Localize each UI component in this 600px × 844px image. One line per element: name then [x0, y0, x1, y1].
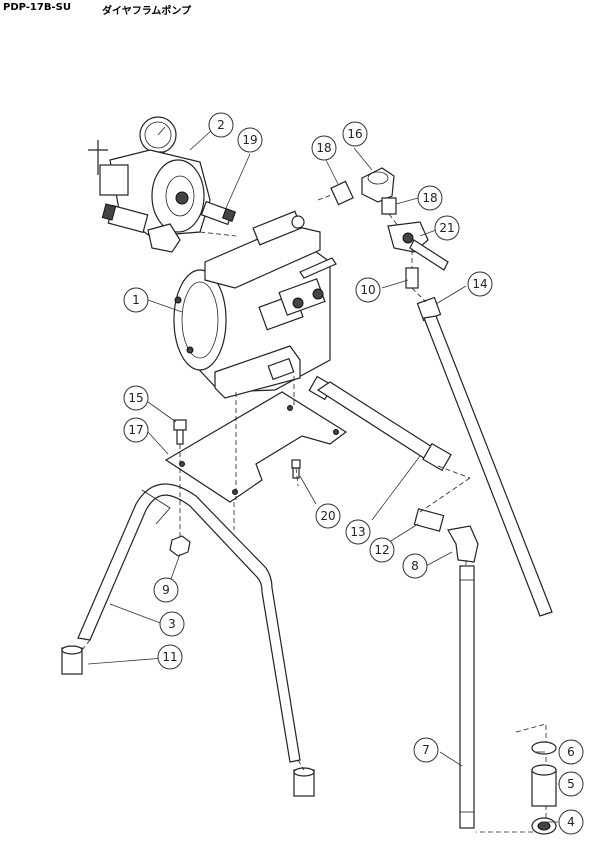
bolt-15: [173, 419, 187, 445]
callout-6: 6: [558, 739, 584, 765]
nipple-10: [405, 267, 419, 289]
callout-16: 16: [342, 121, 368, 147]
callout-label: 13: [350, 525, 365, 539]
regulator-assembly: [88, 116, 211, 253]
elbow-16: [361, 167, 395, 203]
callout-2: 2: [208, 112, 234, 138]
stand-3: [77, 483, 301, 763]
callout-5: 5: [558, 771, 584, 797]
callout-9: 9: [153, 577, 179, 603]
callout-label: 12: [374, 543, 389, 557]
callout-19: 19: [237, 127, 263, 153]
callout-label: 21: [439, 221, 454, 235]
callout-label: 4: [567, 815, 575, 829]
callout-8: 8: [402, 553, 428, 579]
callout-label: 15: [128, 391, 143, 405]
callout-20: 20: [315, 503, 341, 529]
callout-label: 19: [242, 133, 257, 147]
callout-15: 15: [123, 385, 149, 411]
callout-13: 13: [345, 519, 371, 545]
callout-label: 14: [472, 277, 487, 291]
callout-1: 1: [123, 287, 149, 313]
base-plate-17: [164, 391, 348, 503]
elbow-8: [447, 525, 479, 563]
suction-pipe-7: [459, 565, 475, 829]
callout-label: 16: [347, 127, 362, 141]
callout-label: 5: [567, 777, 575, 791]
callout-11: 11: [157, 644, 183, 670]
fitting-18-lower: [381, 197, 397, 215]
callout-label: 2: [217, 118, 225, 132]
callout-label: 18: [316, 141, 331, 155]
callout-label: 9: [162, 583, 170, 597]
callout-14: 14: [467, 271, 493, 297]
callout-label: 10: [360, 283, 375, 297]
callout-label: 11: [162, 650, 177, 664]
caps-11: [61, 645, 315, 797]
callout-3: 3: [159, 611, 185, 637]
pump-body: [173, 210, 337, 399]
product-name: ダイヤフラムポンプ: [102, 6, 192, 17]
callout-label: 3: [168, 617, 176, 631]
suction-hose-14: [416, 296, 553, 617]
callout-label: 18: [422, 191, 437, 205]
callout-label: 6: [567, 745, 575, 759]
ball-valve-21: [387, 221, 449, 271]
callout-12: 12: [369, 537, 395, 563]
callout-17: 17: [123, 417, 149, 443]
callout-label: 17: [128, 423, 143, 437]
callout-label: 7: [422, 743, 430, 757]
callout-label: 20: [320, 509, 335, 523]
callout-21: 21: [434, 215, 460, 241]
callout-7: 7: [413, 737, 439, 763]
leader-lines: [87, 129, 560, 823]
callout-10: 10: [355, 277, 381, 303]
hose-13: [308, 375, 452, 472]
fitting-19: [200, 200, 237, 226]
model-number: PDP-17B-SU: [3, 2, 71, 13]
strainer-parts: [476, 723, 557, 835]
assembly-lines: [81, 193, 471, 771]
callout-label: 1: [132, 293, 140, 307]
callout-18-upper: 18: [311, 135, 337, 161]
fitting-18-upper: [330, 180, 354, 206]
callout-18-lower: 18: [417, 185, 443, 211]
nut-9: [169, 535, 191, 557]
fitting-12: [413, 508, 445, 532]
callout-4: 4: [558, 809, 584, 835]
callout-label: 8: [411, 559, 419, 573]
